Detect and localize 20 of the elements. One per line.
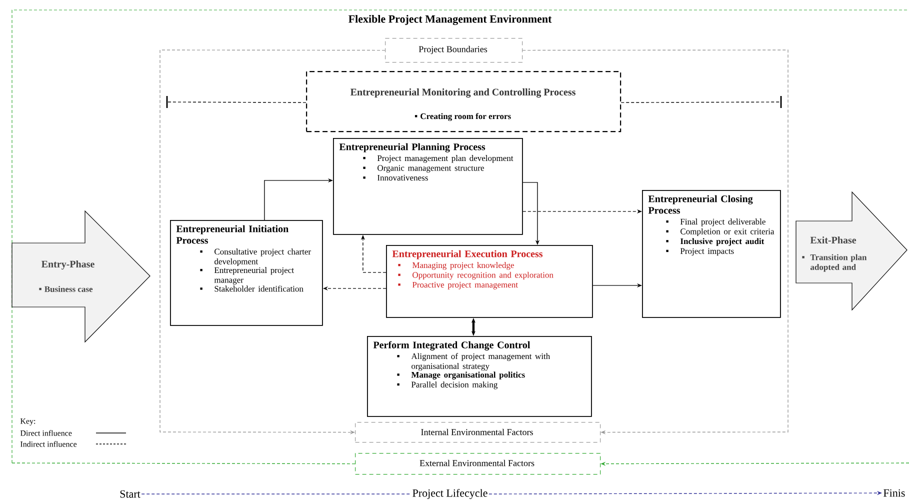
legend-label: Direct influence xyxy=(20,430,72,436)
connector-line xyxy=(620,102,782,103)
lifecycle-label: Start xyxy=(120,490,140,498)
process-box: Entrepreneurial Planning Process Project management plan development Organic management structure Innovativeness xyxy=(333,138,523,235)
process-box: Entrepreneurial Initiation Process Consultative project charter development Entrepreneurial project manager Stakeholder identification xyxy=(170,220,323,326)
legend-label: Indirect influence xyxy=(20,441,77,447)
arrow xyxy=(522,50,788,434)
lifecycle-label: Project Lifecycle xyxy=(412,488,488,500)
key-heading: Key: xyxy=(20,418,36,426)
connector-line xyxy=(12,462,356,464)
process-box: Perform Integrated Change Control Alignment of project management with organisational strategy Manage organisational politics Parallel decision making xyxy=(367,336,592,417)
title: Flexible Project Management Environment xyxy=(348,14,552,26)
process-box: Entrepreneurial Closing Process Final project deliverable Completion or exit criteria Inclusive project audit Project impacts xyxy=(642,190,781,318)
label-box: Project Boundaries xyxy=(385,38,523,63)
connector-line xyxy=(166,102,306,103)
lifecycle-label: Finis xyxy=(884,489,905,497)
label-box: External Environmental Factors xyxy=(355,453,601,475)
process-box: Entrepreneurial Execution Process Managing project knowledge Opportunity recognition and exploration Proactive project management xyxy=(386,245,593,318)
process-box: Entrepreneurial Monitoring and Controlling Process Creating room for errors xyxy=(306,71,622,132)
label-box: Internal Environmental Factors xyxy=(355,422,601,443)
